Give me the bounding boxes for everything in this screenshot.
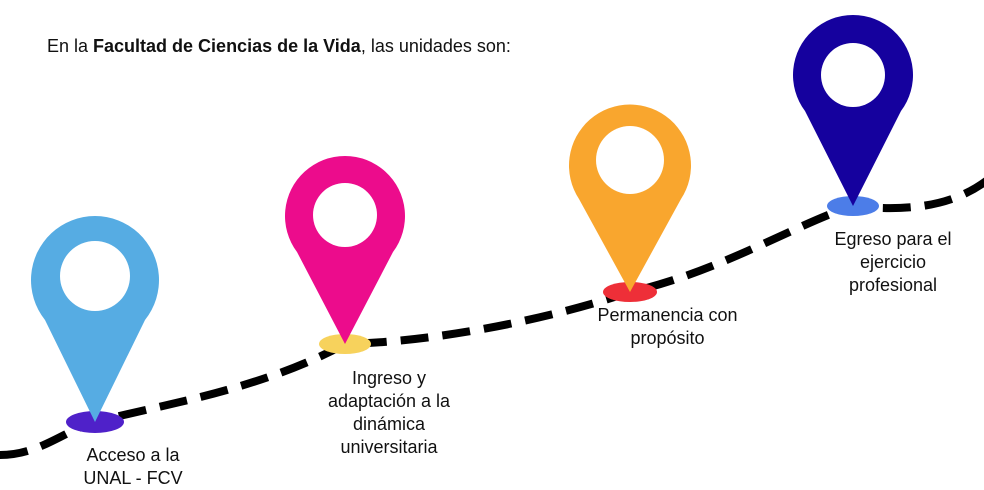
step-label-line: UNAL - FCV (83, 468, 183, 488)
pin-hole (313, 183, 377, 247)
pin-marker-acceso (30, 216, 159, 433)
intro-suffix: , las unidades son: (360, 36, 511, 56)
step-label-line: Ingreso y (351, 368, 427, 388)
step-label-line: Acceso a la (86, 445, 180, 465)
map-pin-icon (285, 155, 405, 344)
pin-marker-ingreso (285, 155, 405, 354)
pin-hole (596, 126, 664, 194)
intro-text: En la Facultad de Ciencias de la Vida, l… (47, 36, 511, 57)
pin-hole (60, 241, 130, 311)
step-label-line: Permanencia con (597, 305, 738, 325)
step-label-line: universitaria (340, 437, 438, 457)
intro-prefix: En la (47, 36, 94, 56)
step-label-acceso: Acceso a la UNAL - FCV (58, 444, 208, 490)
step-label-line: propósito (630, 328, 705, 348)
map-pin-icon (793, 15, 913, 207)
step-label-line: profesional (848, 275, 938, 295)
step-label-line: Egreso para el (834, 229, 952, 249)
pin-marker-egreso (793, 15, 913, 216)
step-label-line: ejercicio (859, 252, 927, 272)
step-label-egreso: Egreso para el ejercicio profesional (818, 228, 968, 297)
pin-marker-permanencia (569, 104, 692, 302)
pin-hole (821, 43, 885, 107)
intro-faculty-name: Facultad de Ciencias de la Vida (93, 36, 361, 56)
step-label-line: adaptación a la (327, 391, 451, 411)
step-label-line: dinámica (352, 414, 426, 434)
step-label-ingreso: Ingreso y adaptación a la dinámica unive… (309, 367, 469, 459)
step-label-permanencia: Permanencia con propósito (585, 304, 750, 350)
